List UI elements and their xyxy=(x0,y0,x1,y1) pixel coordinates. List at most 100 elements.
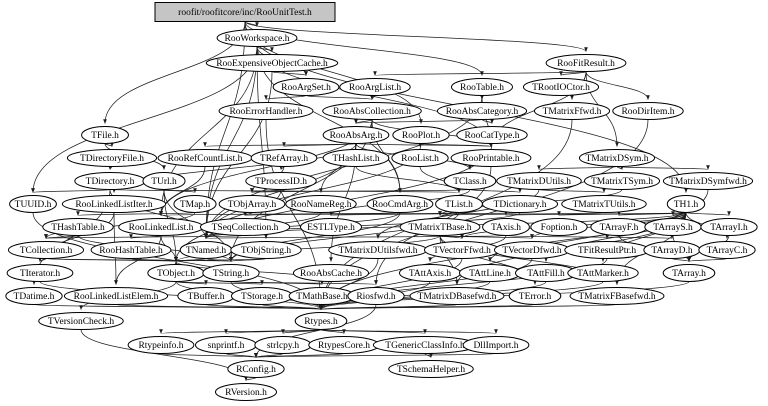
node-tnamed-h[interactable]: TNamed.h xyxy=(179,241,233,259)
node-riosfwd-h[interactable]: Riosfwd.h xyxy=(347,287,405,305)
node-label: TObjArray.h xyxy=(228,200,277,210)
node-tmathbase-h[interactable]: TMathBase.h xyxy=(288,287,356,305)
node-estltype-h[interactable]: ESTLType.h xyxy=(300,218,362,236)
node-tuuid-h[interactable]: TUUID.h xyxy=(9,195,57,213)
node-tarrayd-h[interactable]: TArrayD.h xyxy=(643,241,701,259)
node-tdirectory-h[interactable]: TDirectory.h xyxy=(74,172,146,190)
node-tmatrixdsym-h[interactable]: TMatrixDSym.h xyxy=(578,149,656,167)
node-tobject-h[interactable]: TObject.h xyxy=(147,264,205,282)
node-tobjstring-h[interactable]: TObjString.h xyxy=(230,241,302,259)
node-rooabscache-h[interactable]: RooAbsCache.h xyxy=(292,264,370,282)
node-tmatrixdutilsfwd-h[interactable]: TMatrixDUtilsfwd.h xyxy=(328,241,428,259)
node-taxis-h[interactable]: TAxis.h xyxy=(482,218,530,236)
node-rooabscollection-h[interactable]: RooAbsCollection.h xyxy=(322,102,422,120)
node-tvectordfwd-h[interactable]: TVectorDfwd.h xyxy=(493,241,571,259)
node-tattline-h[interactable]: TAttLine.h xyxy=(459,264,521,282)
node-tlist-h[interactable]: TList.h xyxy=(435,195,483,213)
node-strlcpy-h[interactable]: strlcpy.h xyxy=(254,336,312,354)
node-turl-h[interactable]: TUrl.h xyxy=(142,172,186,190)
node-shape xyxy=(215,383,277,401)
node-tdictionary-h[interactable]: TDictionary.h xyxy=(481,195,559,213)
node-roorefcountlist-h[interactable]: RooRefCountList.h xyxy=(157,149,253,167)
node-tmatrixfbasefwd-h[interactable]: TMatrixFBasefwd.h xyxy=(569,287,665,305)
node-tattaxis-h[interactable]: TAttAxis.h xyxy=(399,264,461,282)
node-tgenericclassinfo-h[interactable]: TGenericClassInfo.h xyxy=(372,336,478,354)
edge-tclass-h-to-tobjarray-h xyxy=(250,188,471,193)
node-rooplot-h[interactable]: RooPlot.h xyxy=(392,126,450,144)
node-rooabsarg-h[interactable]: RooAbsArg.h xyxy=(322,126,390,144)
node-tfitresultptr-h[interactable]: TFitResultPtr.h xyxy=(564,241,650,259)
node-tdatime-h[interactable]: TDatime.h xyxy=(5,287,63,305)
node-tbuffer-h[interactable]: TBuffer.h xyxy=(177,287,235,305)
node-roolinkedlistelem-h[interactable]: RooLinkedListElem.h xyxy=(63,287,169,305)
node-tvectorffwd-h[interactable]: TVectorFfwd.h xyxy=(423,241,501,259)
node-tstring-h[interactable]: TString.h xyxy=(202,264,260,282)
node-tobjarray-h[interactable]: TObjArray.h xyxy=(218,195,286,213)
node-label: RooTable.h xyxy=(460,83,504,93)
node-roonamereg-h[interactable]: RooNameReg.h xyxy=(285,195,357,213)
node-dllimport-h[interactable]: DllImport.h xyxy=(462,336,530,354)
node-roolinkedlist-h[interactable]: RooLinkedList.h xyxy=(118,218,204,236)
node-rooexpensiveobjectcache-h[interactable]: RooExpensiveObjectCache.h xyxy=(205,54,339,72)
node-tdirectoryfile-h[interactable]: TDirectoryFile.h xyxy=(66,149,158,167)
node-tarrayi-h[interactable]: TArrayI.h xyxy=(700,218,758,236)
node-roofitresult-h[interactable]: RooFitResult.h xyxy=(545,54,627,72)
node-tfile-h[interactable]: TFile.h xyxy=(81,126,129,144)
node-tcollection-h[interactable]: TCollection.h xyxy=(7,241,85,259)
node-tmatrixdsymfwd-h[interactable]: TMatrixDSymfwd.h xyxy=(662,172,754,190)
node-rtypescore-h[interactable]: RtypesCore.h xyxy=(308,336,380,354)
node-trefarray-h[interactable]: TRefArray.h xyxy=(250,149,318,167)
node-label: TVectorDfwd.h xyxy=(502,245,562,256)
node-rooarglist-h[interactable]: RooArgList.h xyxy=(339,78,411,96)
node-tprocessid-h[interactable]: TProcessID.h xyxy=(245,172,317,190)
node-tmatrixdbasefwd-h[interactable]: TMatrixDBasefwd.h xyxy=(409,287,505,305)
node-tmatrixffwd-h[interactable]: TMatrixFfwd.h xyxy=(533,102,611,120)
node-rooprintable-h[interactable]: RooPrintable.h xyxy=(450,149,532,167)
node-tversioncheck-h[interactable]: TVersionCheck.h xyxy=(38,312,124,330)
node-tarrayc-h[interactable]: TArrayC.h xyxy=(698,241,756,259)
node-tattmarker-h[interactable]: TAttMarker.h xyxy=(567,264,639,282)
node-tclass-h[interactable]: TClass.h xyxy=(443,172,497,190)
node-roohashtable-h[interactable]: RooHashTable.h xyxy=(90,241,172,259)
node-trootioctor-h[interactable]: TRootIOCtor.h xyxy=(522,78,600,96)
node-rooabscategory-h[interactable]: RooAbsCategory.h xyxy=(436,102,528,120)
node-tmatrixtbase-h[interactable]: TMatrixTBase.h xyxy=(399,218,481,236)
node-thashlist-h[interactable]: THashList.h xyxy=(322,149,390,167)
node-tstorage-h[interactable]: TStorage.h xyxy=(231,287,293,305)
node-tarray-h[interactable]: TArray.h xyxy=(662,264,716,282)
edge-tdatime-h-to-rtypes-h xyxy=(33,304,323,310)
node-label: TCollection.h xyxy=(20,246,73,256)
node-label: RooAbsArg.h xyxy=(330,131,383,141)
node-tarrayf-h[interactable]: TArrayF.h xyxy=(590,218,648,236)
node-rooerrorhandler-h[interactable]: RooErrorHandler.h xyxy=(218,102,314,120)
node-rooworkspace-h[interactable]: RooWorkspace.h xyxy=(216,29,298,47)
node-roodiritem-h[interactable]: RooDirItem.h xyxy=(612,102,684,120)
node-shape xyxy=(450,149,532,167)
node-roocmdarg-h[interactable]: RooCmdArg.h xyxy=(366,195,434,213)
node-shape xyxy=(388,360,474,378)
node-tarrays-h[interactable]: TArrayS.h xyxy=(644,218,702,236)
node-rversion-h[interactable]: RVersion.h xyxy=(215,383,277,401)
node-rtypes-h[interactable]: Rtypes.h xyxy=(294,312,348,330)
node-tmatrixtutils-h[interactable]: TMatrixTUtils.h xyxy=(561,195,647,213)
node-tmatrixtsym-h[interactable]: TMatrixTSym.h xyxy=(583,172,661,190)
node-tmap-h[interactable]: TMap.h xyxy=(173,195,217,213)
node-thashtable-h[interactable]: THashTable.h xyxy=(42,218,114,236)
node-foption-h[interactable]: Foption.h xyxy=(530,218,588,236)
node-titerator-h[interactable]: TIterator.h xyxy=(6,264,74,282)
node-rootable-h[interactable]: RooTable.h xyxy=(451,78,513,96)
node-roolist-h[interactable]: RooList.h xyxy=(391,149,449,167)
node-shape xyxy=(294,312,348,330)
node-roolinkedlistiter-h[interactable]: RooLinkedListIter.h xyxy=(61,195,167,213)
node-tschemahelper-h[interactable]: TSchemaHelper.h xyxy=(388,360,474,378)
edge-taxis-h-to-tnamed-h xyxy=(205,233,507,239)
node-rooargset-h[interactable]: RooArgSet.h xyxy=(272,78,340,96)
node-rtypeinfo-h[interactable]: Rtypeinfo.h xyxy=(127,336,195,354)
node-snprintf-h[interactable]: snprintf.h xyxy=(195,336,257,354)
node-roocattype-h[interactable]: RooCatType.h xyxy=(456,126,528,144)
node-tmatrixdutils-h[interactable]: TMatrixDUtils.h xyxy=(496,172,582,190)
node-terror-h[interactable]: TError.h xyxy=(508,287,562,305)
node-rconfig-h[interactable]: RConfig.h xyxy=(227,360,285,378)
node-th1-h[interactable]: TH1.h xyxy=(666,195,706,213)
node-tseqcollection-h[interactable]: TSeqCollection.h xyxy=(199,218,291,236)
